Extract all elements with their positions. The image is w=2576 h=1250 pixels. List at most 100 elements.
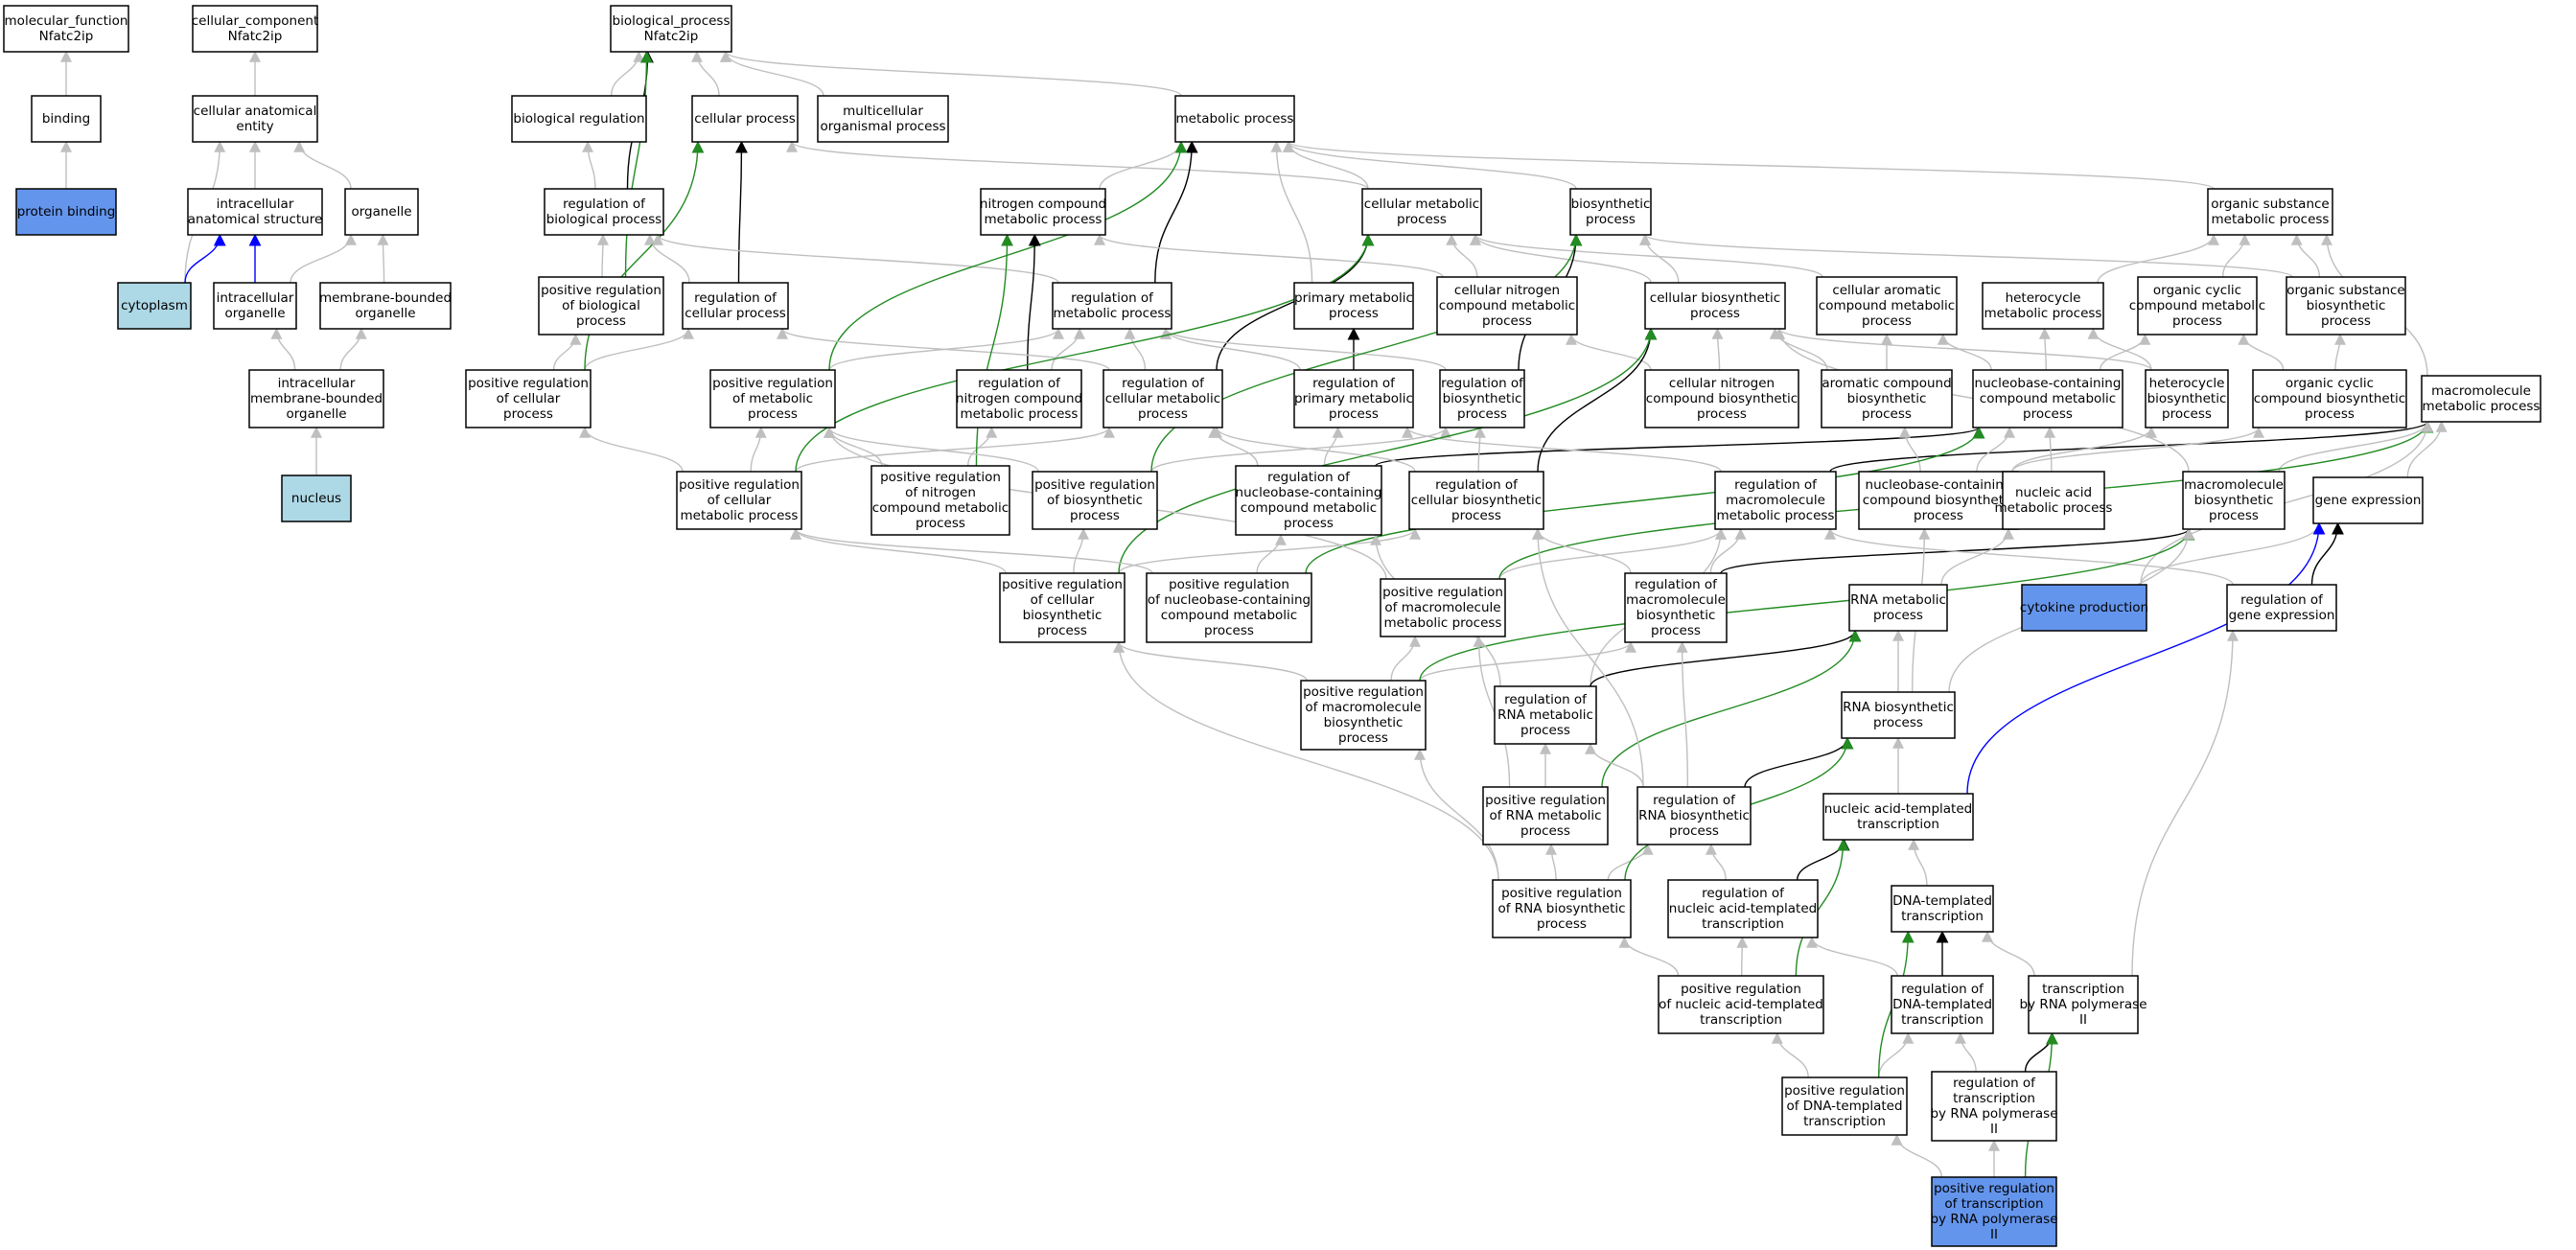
node-met-proc[interactable]: metabolic process: [1174, 95, 1295, 143]
node-box[interactable]: [1052, 282, 1172, 330]
node-box[interactable]: [1816, 276, 1958, 336]
node-box[interactable]: [1492, 879, 1632, 938]
node-box[interactable]: [281, 475, 352, 522]
node-box[interactable]: [980, 188, 1106, 236]
node-box[interactable]: [1436, 276, 1578, 336]
node-box[interactable]: [676, 471, 802, 530]
node-box[interactable]: [1858, 471, 2019, 530]
node-box[interactable]: [2145, 369, 2229, 428]
node-box[interactable]: [1408, 471, 1544, 530]
node-box[interactable]: [999, 572, 1126, 643]
node-box[interactable]: [1380, 578, 1506, 637]
node-box[interactable]: [544, 188, 664, 236]
node-box[interactable]: [3, 5, 129, 53]
node-box[interactable]: [1667, 879, 1819, 938]
node-box[interactable]: [2021, 584, 2147, 632]
node-box[interactable]: [2028, 975, 2139, 1034]
node-box[interactable]: [1931, 1176, 2057, 1247]
node-box[interactable]: [1293, 282, 1414, 330]
node-reg-nuc-met[interactable]: regulation ofnucleobase-containingcompou…: [1235, 465, 1382, 536]
node-box[interactable]: [2207, 188, 2333, 236]
node-box[interactable]: [2286, 276, 2406, 336]
node-box[interactable]: [31, 95, 102, 143]
node-binding[interactable]: binding: [31, 95, 102, 143]
node-reg-macro-biosyn[interactable]: regulation ofmacromoleculebiosyntheticpr…: [1624, 572, 1728, 643]
node-box[interactable]: [610, 5, 732, 53]
node-box[interactable]: [1361, 188, 1482, 236]
node-box[interactable]: [511, 95, 647, 143]
node-box[interactable]: [1300, 680, 1427, 751]
node-protein-binding[interactable]: protein binding: [15, 188, 117, 236]
node-box[interactable]: [1644, 369, 1799, 428]
node-box[interactable]: [709, 369, 836, 428]
node-box[interactable]: [1293, 369, 1414, 428]
node-box[interactable]: [2312, 476, 2424, 524]
node-box[interactable]: [1494, 685, 1597, 745]
node-box[interactable]: [1841, 691, 1956, 739]
node-box[interactable]: [1032, 471, 1158, 530]
node-box[interactable]: [1982, 282, 2104, 330]
node-box[interactable]: [1636, 786, 1752, 845]
node-box[interactable]: [319, 282, 452, 330]
node-box[interactable]: [1644, 282, 1786, 330]
node-box[interactable]: [15, 188, 117, 236]
node-box[interactable]: [2137, 276, 2258, 336]
node-box[interactable]: [682, 282, 789, 330]
node-box[interactable]: [2182, 471, 2286, 530]
node-box[interactable]: [2226, 584, 2337, 632]
node-cell-proc[interactable]: cellular process: [691, 95, 799, 143]
node-box[interactable]: [2421, 375, 2541, 423]
node-gene-expr[interactable]: gene expression: [2312, 476, 2424, 524]
node-cytoplasm[interactable]: cytoplasm: [117, 282, 192, 330]
node-box[interactable]: [187, 188, 323, 236]
node-box[interactable]: [1174, 95, 1295, 143]
node-box[interactable]: [1146, 572, 1312, 643]
node-box[interactable]: [1848, 584, 1948, 632]
